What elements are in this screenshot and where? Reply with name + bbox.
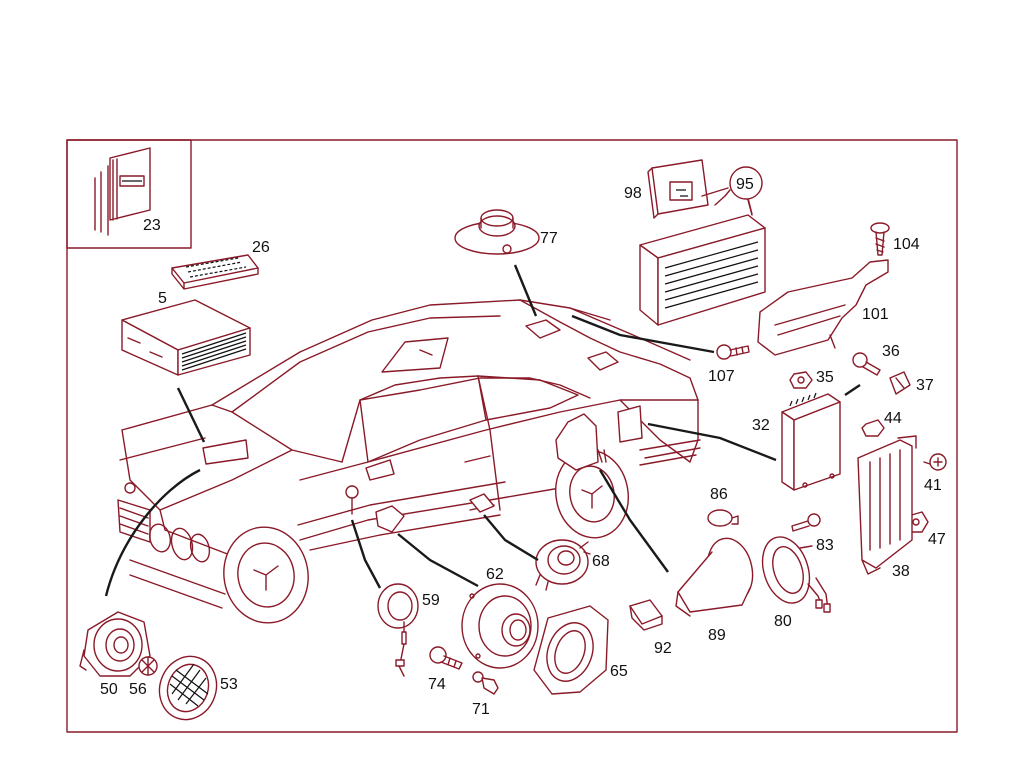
part-26-remote-control[interactable] [171, 254, 259, 290]
part-53-grille[interactable] [151, 648, 226, 727]
label-26: 26 [252, 239, 270, 256]
label-36: 36 [882, 343, 900, 360]
label-41: 41 [924, 477, 942, 494]
callout-circle-95 [729, 166, 763, 200]
label-53: 53 [220, 676, 238, 693]
label-32: 32 [752, 417, 770, 434]
part-36-bolt[interactable] [852, 352, 881, 376]
diagram-frame [66, 139, 958, 733]
label-59: 59 [422, 592, 440, 609]
part-23-manual[interactable] [94, 147, 151, 236]
part-37-clip[interactable] [889, 371, 911, 395]
label-65: 65 [610, 663, 628, 680]
part-38-mounting-plate[interactable] [857, 435, 917, 575]
part-101-bracket[interactable] [757, 259, 889, 356]
part-68-door-speaker[interactable] [535, 539, 591, 591]
label-107: 107 [708, 368, 735, 385]
part-98-nav-cover[interactable] [647, 159, 709, 219]
label-98: 98 [624, 185, 642, 202]
label-101: 101 [862, 306, 889, 323]
label-56: 56 [129, 681, 147, 698]
part-89-speaker-duct[interactable] [675, 534, 758, 617]
label-95: 95 [736, 176, 754, 193]
part-41-screw[interactable] [923, 453, 947, 471]
label-86: 86 [710, 486, 728, 503]
label-38: 38 [892, 563, 910, 580]
part-62-speaker[interactable] [461, 583, 539, 669]
label-104: 104 [893, 236, 920, 253]
part-104-screw[interactable] [870, 222, 890, 256]
part-71-clip[interactable] [472, 671, 499, 695]
part-5-radio-unit[interactable] [121, 299, 251, 376]
label-89: 89 [708, 627, 726, 644]
label-83: 83 [816, 537, 834, 554]
part-35-nut[interactable] [789, 371, 813, 389]
label-37: 37 [916, 377, 934, 394]
part-92-module[interactable] [629, 599, 663, 631]
leader-lines [104, 187, 861, 597]
part-44-nut[interactable] [861, 419, 885, 437]
part-74-bolt[interactable] [429, 646, 463, 670]
label-68: 68 [592, 553, 610, 570]
part-50-speaker[interactable] [79, 611, 151, 677]
part-65-speaker-ring[interactable] [533, 605, 609, 695]
car-body [117, 299, 701, 624]
part-107-screw[interactable] [716, 344, 750, 360]
part-32-amplifier[interactable] [781, 392, 841, 491]
label-62: 62 [486, 566, 504, 583]
part-59-tweeter[interactable] [377, 583, 419, 677]
label-23: 23 [143, 217, 161, 234]
callout-labels: 23 26 5 77 98 95 104 101 107 36 35 37 32… [100, 176, 946, 718]
part-56-tweeter[interactable] [138, 656, 158, 676]
label-92: 92 [654, 640, 672, 657]
label-50: 50 [100, 681, 118, 698]
label-5: 5 [158, 290, 167, 307]
part-77-rear-speaker[interactable] [454, 209, 540, 255]
part-83-screw[interactable] [791, 513, 821, 532]
part-95-navigation-unit[interactable] [639, 189, 766, 326]
label-77: 77 [540, 230, 558, 247]
part-80-speaker[interactable] [755, 531, 831, 613]
label-80: 80 [774, 613, 792, 630]
label-71: 71 [472, 701, 490, 718]
inset-box [66, 139, 192, 249]
label-74: 74 [428, 676, 446, 693]
label-47: 47 [928, 531, 946, 548]
label-35: 35 [816, 369, 834, 386]
label-44: 44 [884, 410, 902, 427]
part-86-grommet[interactable] [707, 509, 739, 527]
